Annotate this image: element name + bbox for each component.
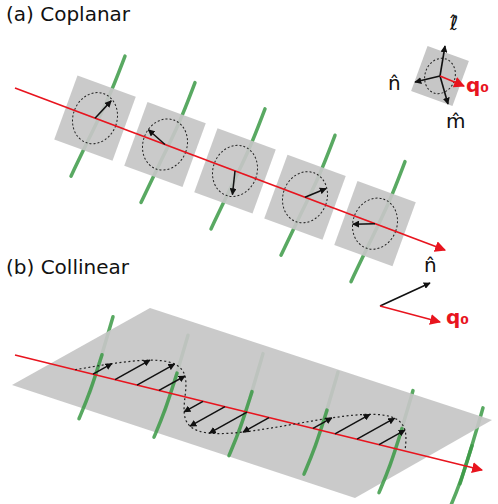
spin-arrow [379, 430, 405, 444]
frame-vector [380, 283, 430, 306]
spin-arrow [335, 414, 370, 433]
frame-vector [440, 76, 448, 104]
spin-arrow [313, 418, 332, 429]
spin-arrow [227, 171, 240, 195]
frame-vector [440, 76, 464, 86]
spin-strand [79, 355, 102, 419]
spin-strand [304, 410, 327, 474]
spin-circle [135, 113, 194, 177]
q-axis [15, 88, 445, 250]
spin-arrow [93, 364, 112, 375]
spin-arrow [115, 360, 150, 379]
panel-title: (b) Collinear [6, 256, 129, 279]
wavevector-label: q₀ [446, 306, 469, 329]
wavevector-label: q₀ [466, 74, 489, 97]
axis-label: n̂ [388, 72, 401, 95]
q-axis [15, 355, 482, 470]
spin-arrow [357, 418, 395, 439]
plane-square [124, 102, 206, 187]
spin-circle [205, 139, 264, 203]
spin-arrow [146, 130, 168, 145]
spin-arrow [184, 401, 203, 412]
coplanar-panel [15, 46, 469, 282]
spin-plane [264, 155, 346, 240]
spin-arrow [353, 217, 375, 232]
collinear-panel [12, 283, 492, 504]
frame-vector [380, 306, 440, 322]
panel-title: (a) Coplanar [6, 3, 130, 26]
spin-plane [54, 76, 136, 161]
spin-arrow [159, 376, 185, 390]
axis-label: m̂ [446, 110, 465, 133]
spin-strand [229, 392, 252, 456]
spin-envelope [75, 360, 406, 449]
frame-inset [411, 46, 469, 106]
frame-vector [440, 46, 445, 76]
frame-vector [415, 76, 440, 82]
spin-arrow [95, 98, 111, 122]
spin-plane [12, 308, 492, 498]
plane-square [54, 76, 136, 161]
spin-circle [65, 86, 124, 150]
spin-circle [275, 165, 334, 229]
spin-arrow [190, 407, 225, 426]
spin-arrow [137, 364, 175, 385]
frame-square [411, 46, 469, 106]
spin-plane [194, 128, 276, 213]
spin-plane [124, 102, 206, 187]
spin-arrow [209, 412, 247, 433]
spin-arrow [305, 183, 326, 203]
spin-plane [334, 181, 416, 266]
plane-square [264, 155, 346, 240]
axis-through-plane [346, 213, 404, 235]
spin-strand [449, 446, 472, 504]
plane-square [194, 128, 276, 213]
axis-label: ℓ̂ [450, 12, 458, 35]
plane-square [334, 181, 416, 266]
axis-label: n̂ [424, 254, 437, 277]
spin-circle [345, 192, 404, 256]
spin-arrow [243, 418, 269, 432]
